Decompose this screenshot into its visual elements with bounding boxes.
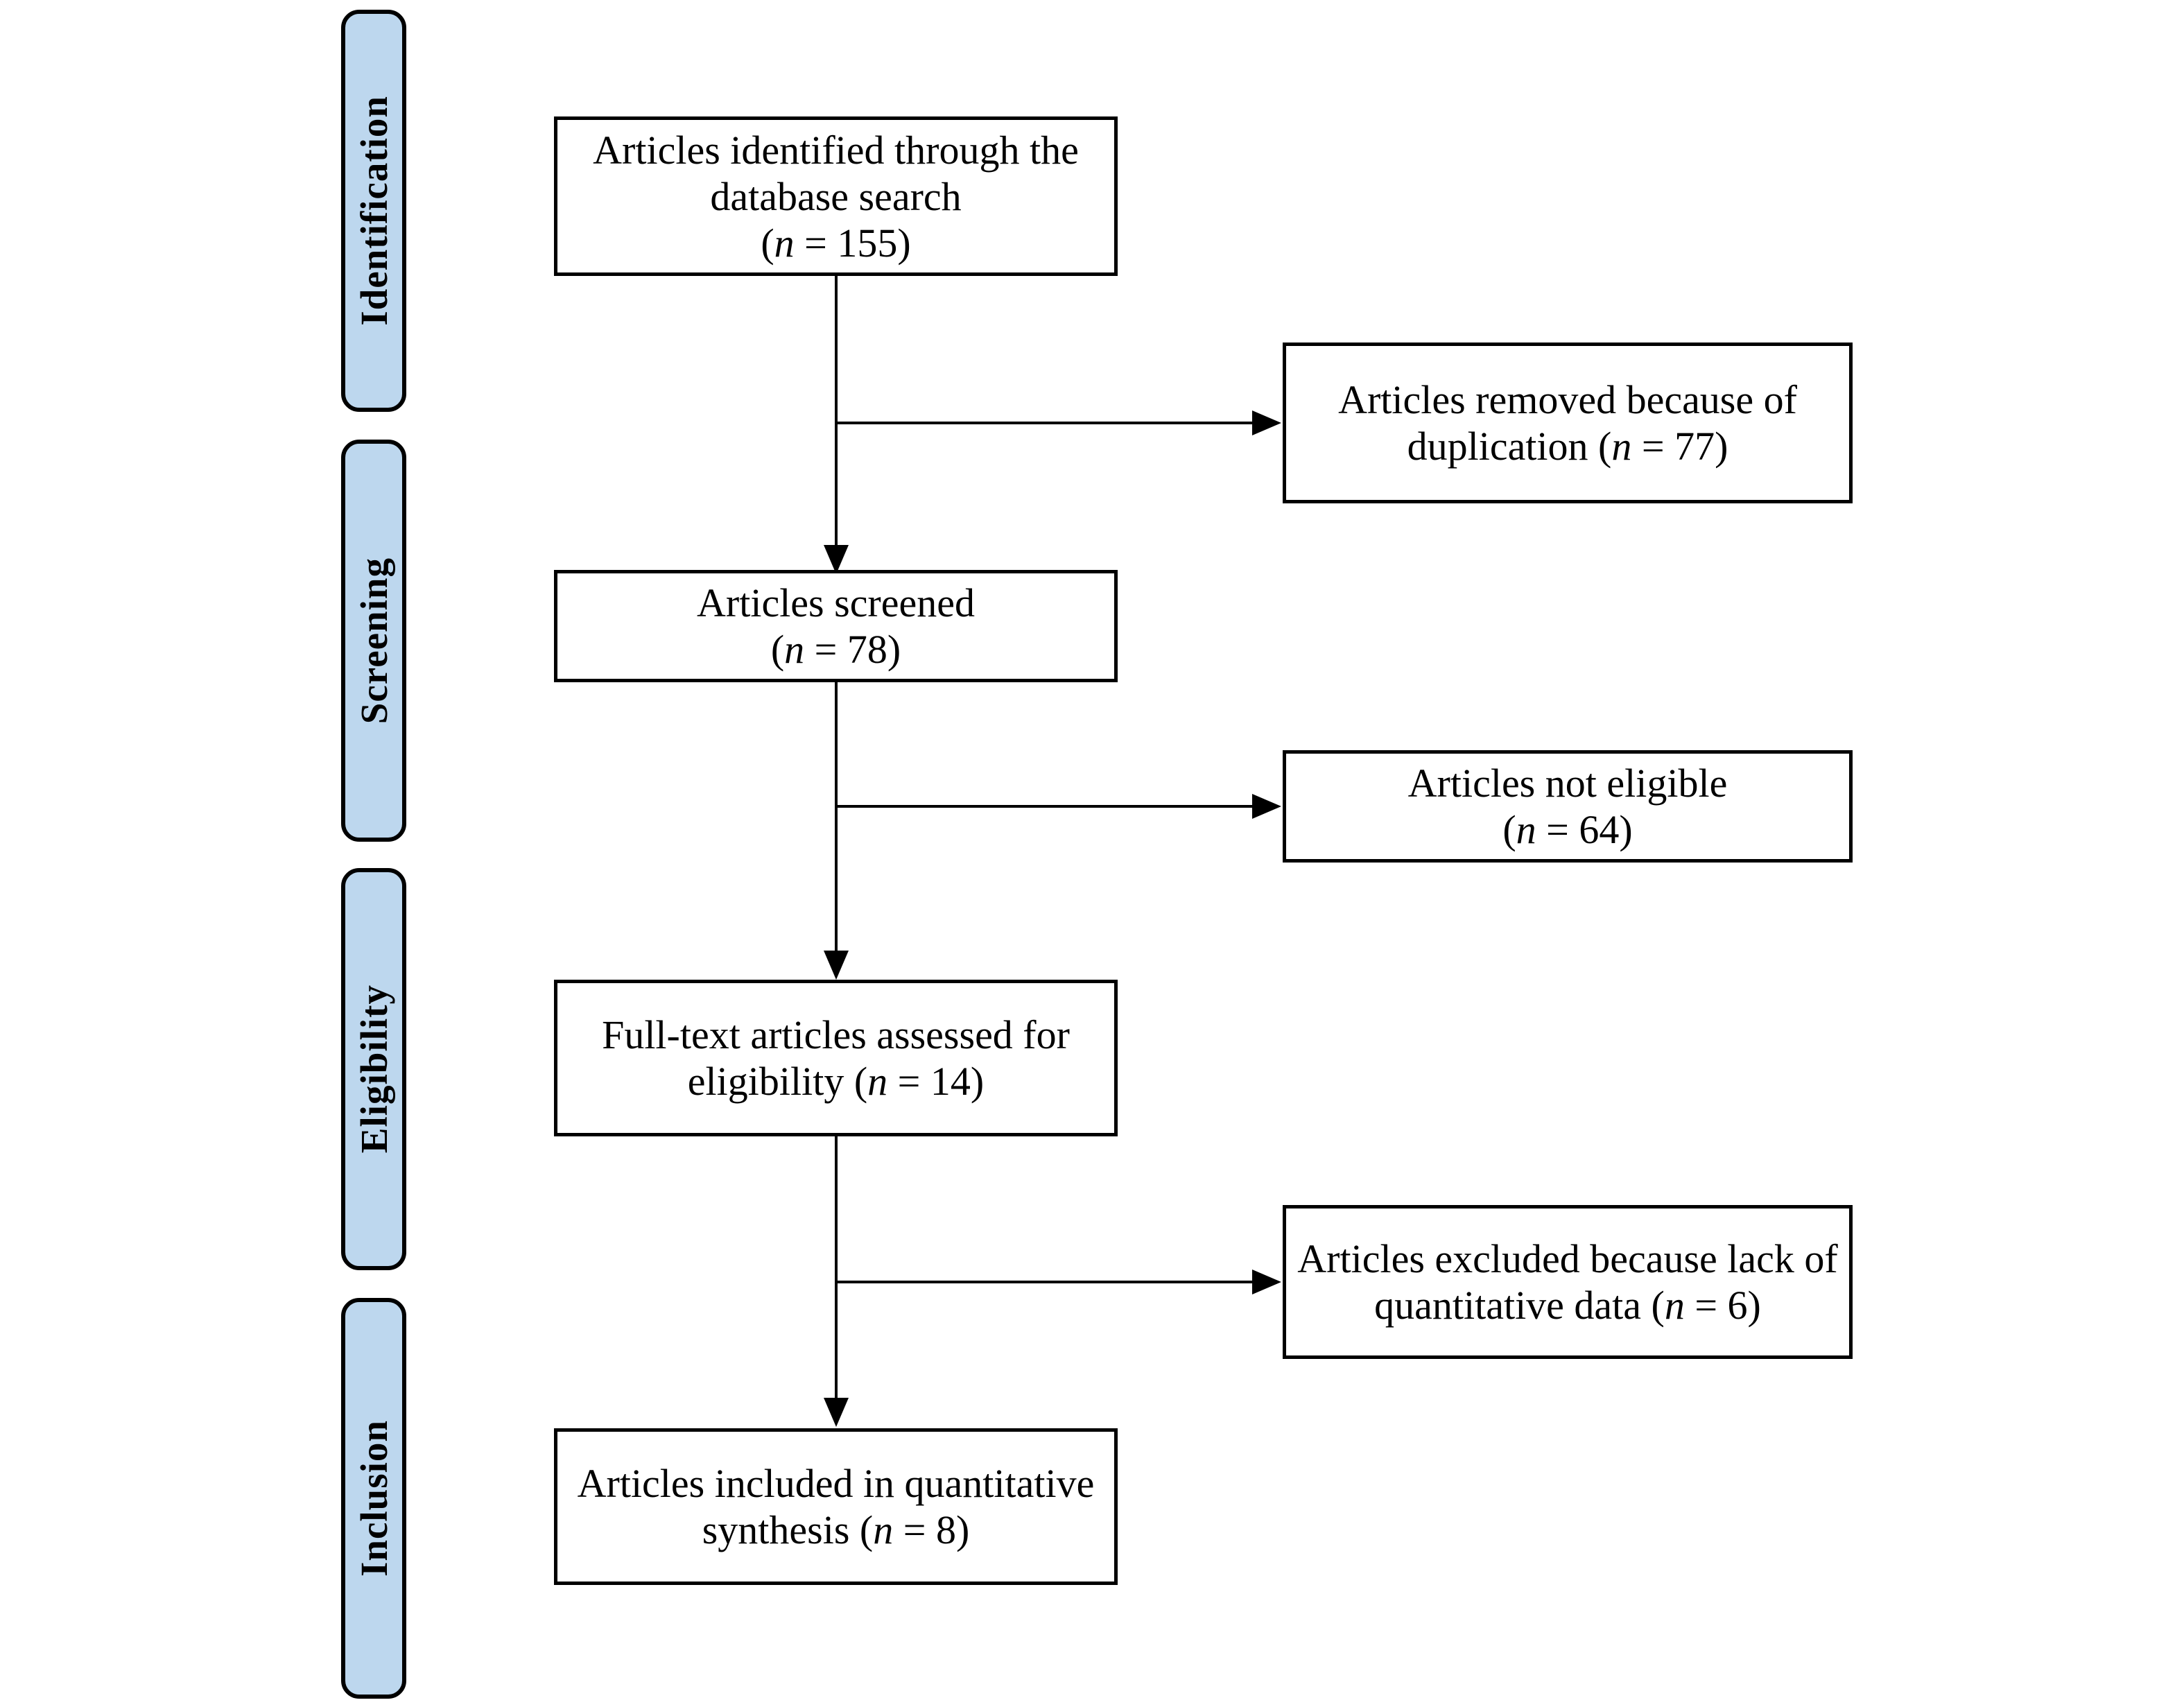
box-text-line: synthesis (n = 8) [702,1507,970,1552]
box-text-line: Articles identified through the [593,127,1079,173]
box-text-line: (n = 155) [761,220,911,266]
box-text-line: Articles removed because of [1338,377,1797,422]
box-text-line: duplication (n = 77) [1407,424,1728,469]
arrowhead-right-icon [1252,1270,1281,1294]
box-text-line: (n = 78) [770,627,901,672]
arrow-right-to-not-eligible [836,794,1281,819]
box-text-line: Full-text articles assessed for [602,1012,1070,1057]
arrowhead-down-icon [824,1398,849,1427]
box-text-line: Articles included in quantitative [577,1461,1095,1506]
stage-identification: Identification [341,10,406,412]
box-text-line: Articles excluded because lack of [1297,1236,1838,1281]
box-articles-screened: Articles screened(n = 78) [554,570,1118,682]
arrow-right-to-excluded [836,1270,1281,1294]
arrowhead-right-icon [1252,410,1281,435]
arrowhead-down-icon [824,951,849,980]
arrowhead-right-icon [1252,794,1281,819]
stage-eligibility: Eligibility [341,868,406,1270]
arrowhead-down-icon [824,545,849,574]
arrow-down-identified-to-screened [824,276,849,574]
box-text-line: eligibility (n = 14) [687,1059,985,1104]
stage-inclusion: Inclusion [341,1298,406,1699]
arrow-down-fulltext-to-included [824,1135,849,1427]
box-text-line: database search [710,173,962,219]
arrow-down-screened-to-fulltext [824,681,849,980]
box-text-line: Articles not eligible [1407,761,1728,806]
box-text-line: quantitative data (n = 6) [1374,1283,1761,1328]
box-text-line: Articles screened [697,580,975,625]
box-articles-not-eligible: Articles not eligible(n = 64) [1283,750,1853,863]
arrow-right-to-removed-duplication [836,410,1281,435]
box-text-line: (n = 64) [1502,807,1633,852]
stage-screening: Screening [341,440,406,842]
